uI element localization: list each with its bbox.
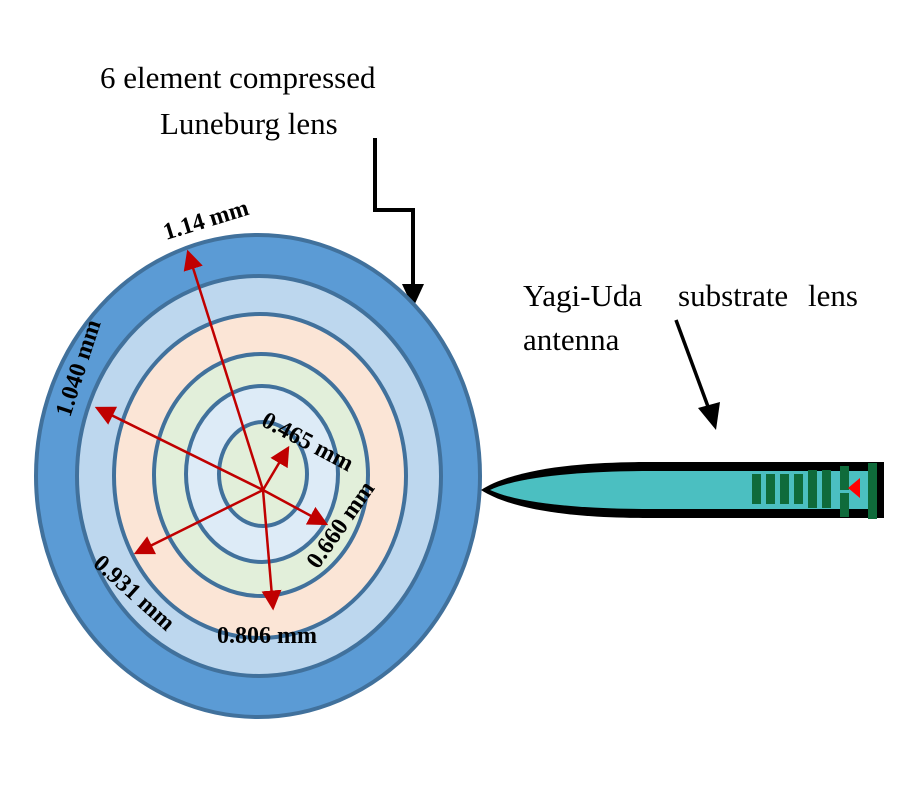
radius-arrow-0-806 [261,489,282,611]
antenna-callout-arrowhead [698,402,720,430]
feed-port-icon [848,478,860,498]
radius-arrow-0-465 [261,445,290,491]
antenna-label-word-1: Yagi-Uda [523,278,642,313]
radius-arrows [94,249,329,611]
director-3 [780,474,789,504]
driven-element-top [840,466,849,490]
director-1 [752,474,761,504]
antenna-label-line2: antenna [523,322,620,357]
yagi-uda-antenna [481,462,884,519]
director-6 [822,470,831,508]
reflector-element [868,463,877,519]
lens-callout-arrowhead [402,284,424,308]
radius-arrow-0-931 [133,488,264,555]
antenna-label-word-2: substrate [678,278,788,313]
director-2 [766,474,775,504]
driven-element-bottom [840,493,849,517]
radius-label-0-806: 0.806 mm [217,623,317,649]
lens-title-line1: 6 element compressed [100,60,376,95]
director-4 [794,474,803,504]
antenna-substrate [490,471,874,509]
lens-callout-line [373,138,415,292]
lens-title-line2: Luneburg lens [160,106,338,141]
antenna-directors [752,470,831,508]
antenna-callout-line [674,319,712,413]
radius-arrow-1-14 [183,249,265,491]
radius-arrow-0-660 [262,488,329,526]
director-5 [808,470,817,508]
radius-arrow-1-040 [94,406,264,492]
antenna-label-word-3: lens [808,278,858,313]
